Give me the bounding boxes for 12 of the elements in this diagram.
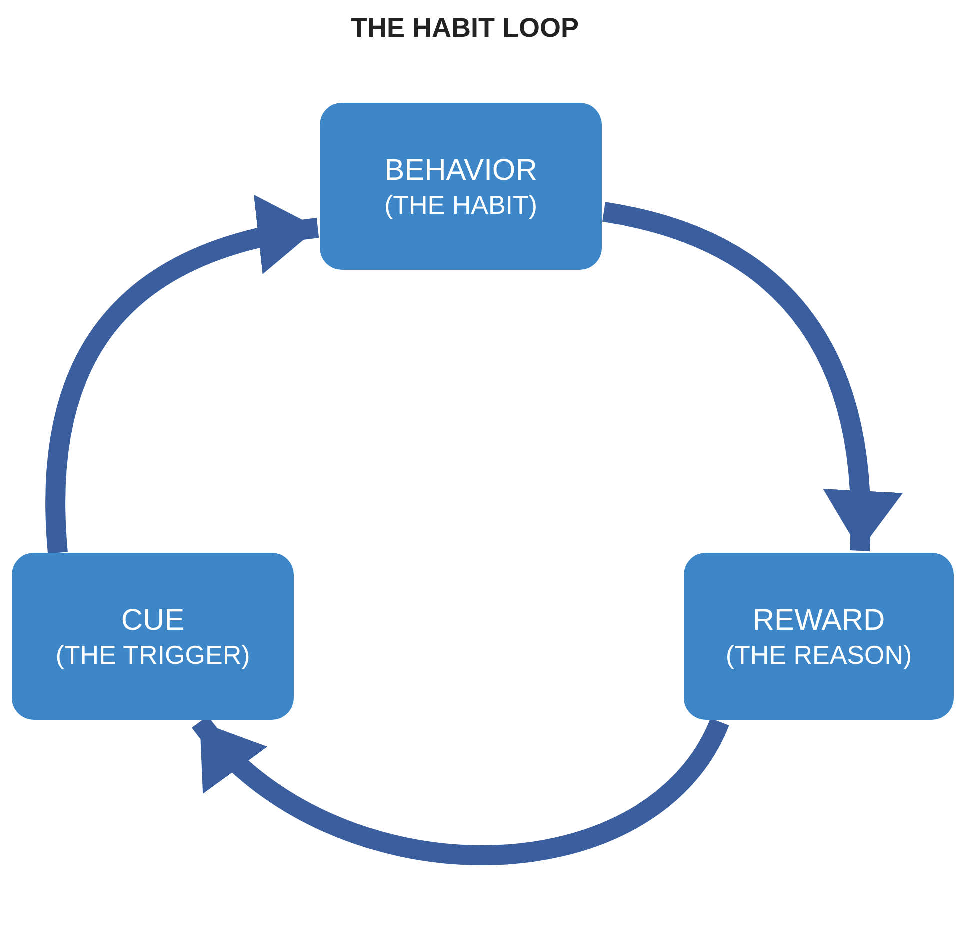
rounded-box — [320, 103, 602, 270]
box-subtitle: (THE TRIGGER) — [56, 639, 250, 672]
rounded-box — [12, 553, 294, 720]
box-subtitle: (THE HABIT) — [384, 189, 538, 222]
curved-arrow — [46, 198, 320, 554]
box-subtitle: (THE REASON) — [726, 639, 912, 672]
rounded-box — [684, 553, 954, 720]
box-title: BEHAVIOR — [384, 152, 538, 188]
diagram-title: THE HABIT LOOP — [350, 12, 580, 45]
curved-arrow — [602, 202, 901, 552]
box-title: CUE — [121, 602, 185, 638]
box-title: REWARD — [752, 602, 886, 638]
